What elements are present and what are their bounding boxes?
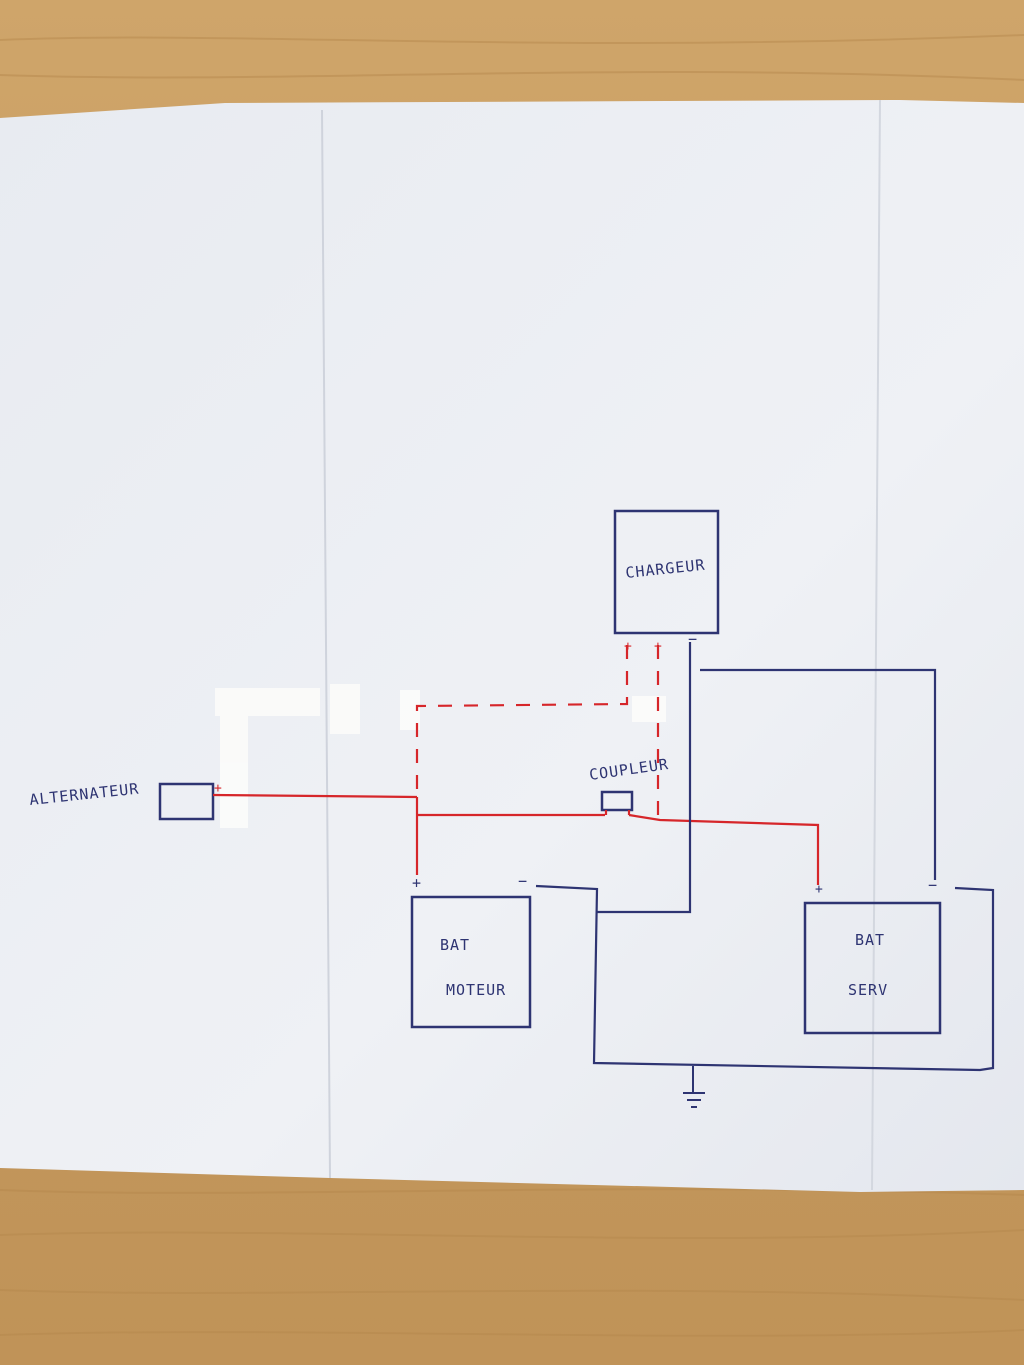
- bat-moteur-box: [410, 895, 532, 1029]
- negative-wires: [535, 642, 995, 1072]
- coupleur-box: [600, 790, 634, 812]
- wood-grain: [0, 34, 1024, 1337]
- bat-serv-plus: +: [815, 882, 823, 897]
- positive-wires: [212, 793, 820, 885]
- alternateur-plus: +: [214, 781, 222, 796]
- bat-moteur-label-2: MOTEUR: [446, 981, 506, 999]
- bat-serv-minus: −: [928, 876, 938, 894]
- bat-moteur-minus: −: [518, 872, 528, 890]
- bat-serv-label-2: SERV: [848, 981, 888, 999]
- paper-fold-right: [871, 99, 881, 1191]
- bat-serv-label-1: BAT: [855, 931, 885, 949]
- bat-serv-box: [803, 901, 942, 1035]
- ground-symbol-icon: [683, 1066, 705, 1108]
- bat-moteur-label-1: BAT: [440, 936, 470, 954]
- paper-fold-left: [321, 109, 331, 1179]
- charger-dashed-wires: [415, 645, 660, 823]
- chargeur-minus: −: [688, 630, 698, 648]
- paper-sheet: [0, 100, 1024, 1192]
- alternateur-box: [158, 782, 215, 821]
- chargeur-box: [613, 509, 720, 635]
- bat-moteur-plus: +: [412, 874, 422, 892]
- tape-patches: [215, 684, 666, 828]
